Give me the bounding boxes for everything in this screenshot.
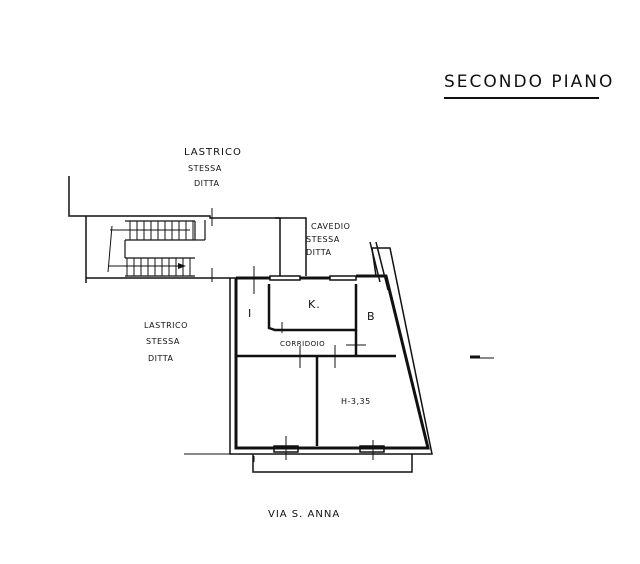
street-label: VIA S. ANNA [268,509,341,520]
room-label-kitchen: K. [308,298,321,311]
room-label-corridor: CORRIDOIO [280,340,326,348]
room-label-bathroom: B [367,310,376,323]
lastrico-top-line2: STESSA [188,164,222,173]
plan-title: SECONDO PIANO [444,72,615,92]
ceiling-height-label: H-3,35 [341,397,371,406]
cavedio-line2: STESSA [306,235,340,244]
title-underline [444,97,599,99]
lastrico-top-line3: DITTA [194,179,220,188]
lastrico-left-line3: DITTA [148,354,174,363]
cavedio-line1: CAVEDIO [311,222,351,231]
lastrico-left-line2: STESSA [146,337,180,346]
cavedio-line3: DITTA [306,248,332,257]
room-label-wc: I [248,307,253,320]
lastrico-left-line1: LASTRICO [144,321,188,330]
lastrico-top-line1: LASTRICO [184,147,242,158]
